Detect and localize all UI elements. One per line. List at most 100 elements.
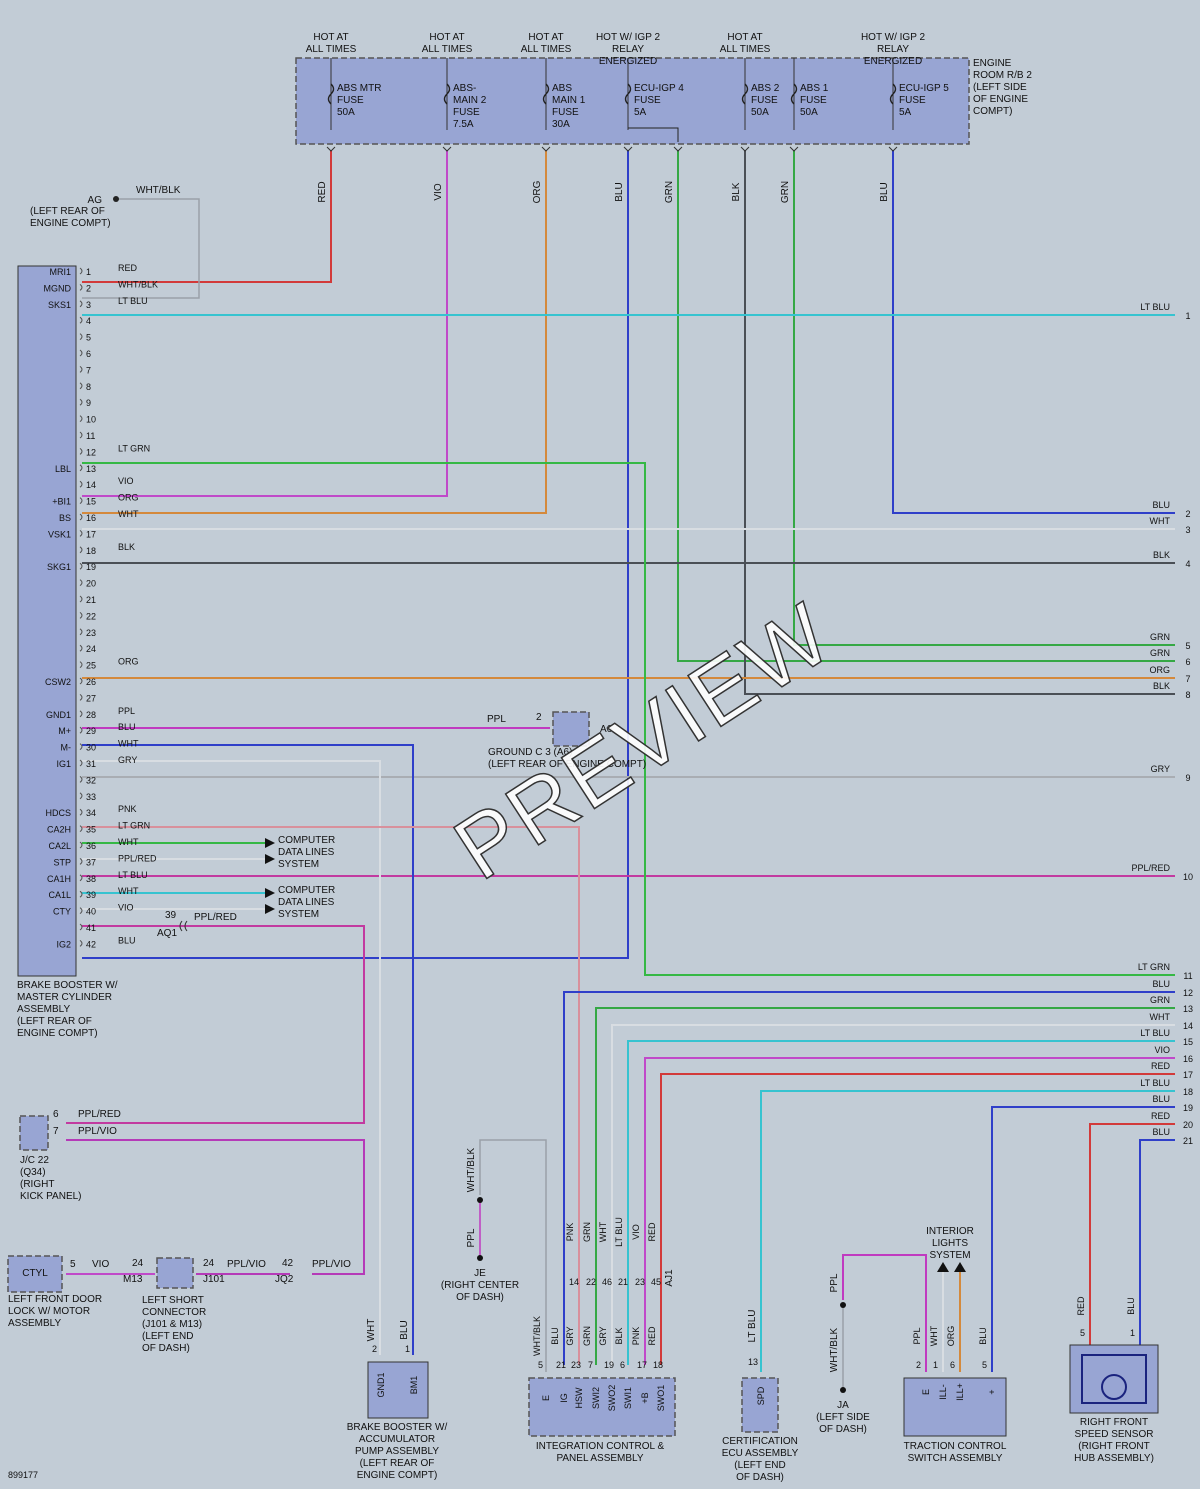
- fuse-name: 50A: [751, 107, 769, 118]
- ag-location: ENGINE COMPT): [30, 218, 111, 229]
- pin-wire-color: LT BLU: [118, 870, 148, 880]
- pin-mark: [79, 644, 83, 652]
- integ-terminal: HSW: [574, 1387, 584, 1409]
- pin-terminal: STP: [53, 857, 71, 867]
- j101-wire: PPL/VIO: [227, 1259, 266, 1270]
- arrow-icon: [265, 904, 275, 914]
- connector-icon: [326, 146, 336, 152]
- pin-number: 40: [86, 907, 96, 917]
- integ-pin: 6: [620, 1360, 625, 1370]
- relay-box-label: COMPT): [973, 106, 1012, 117]
- j101-name: (J101 & M13): [142, 1319, 202, 1330]
- cert-wire: LT BLU: [747, 1310, 758, 1343]
- pin-mark: [79, 940, 83, 947]
- pin-terminal: CA2L: [48, 841, 71, 851]
- right-wire-color: BLU: [1152, 500, 1170, 510]
- integ-pin: 23: [571, 1360, 581, 1370]
- right-wire-color: WHT: [1150, 516, 1171, 526]
- speed-wire: BLU: [1126, 1297, 1136, 1315]
- wire-out-16: [644, 1057, 1175, 1365]
- fuse-name: MAIN 1: [552, 95, 586, 106]
- right-wire-color: GRY: [1151, 764, 1170, 774]
- pin-mark: [79, 677, 83, 685]
- fuse-hot-label: HOT AT: [429, 32, 464, 43]
- pin-mark: [79, 546, 83, 554]
- integ-top-pin: 22: [586, 1277, 596, 1287]
- pin-number: 33: [86, 792, 96, 802]
- trac-pin: 5: [982, 1360, 987, 1370]
- integ-top-pin: 14: [569, 1277, 579, 1287]
- pin-terminal: GND1: [46, 710, 71, 720]
- brake-booster-box: [17, 265, 77, 977]
- pin-mark: [79, 694, 83, 701]
- speed-name: SPEED SENSOR: [1075, 1429, 1154, 1440]
- integ-pin: 19: [604, 1360, 614, 1370]
- relay-box-label: ENGINE: [973, 58, 1012, 69]
- fuse-hot-label: ALL TIMES: [720, 44, 771, 55]
- pin-number: 5: [86, 333, 91, 343]
- trac-wire: PPL: [912, 1327, 922, 1344]
- pin-terminal: CA2H: [47, 825, 71, 835]
- pin-number: 7: [86, 365, 91, 375]
- jc-wire: PPL/VIO: [78, 1126, 117, 1137]
- pin-wire-color: VIO: [118, 903, 134, 913]
- interior-lights-label: SYSTEM: [929, 1250, 970, 1261]
- aq1-pin: 39: [165, 910, 177, 921]
- fuse-name: FUSE: [899, 95, 926, 106]
- pin-mark: [79, 366, 83, 373]
- ag-location: (LEFT REAR OF: [30, 206, 105, 217]
- pin-number: 31: [86, 759, 96, 769]
- jc-name: KICK PANEL): [20, 1191, 82, 1202]
- right-wire-color: RED: [1151, 1061, 1171, 1071]
- pin-mark: [79, 579, 83, 586]
- pin-number: 8: [86, 382, 91, 392]
- pin-terminal: CA1H: [47, 874, 71, 884]
- pin-mark: [79, 743, 83, 750]
- wire-lbl: [82, 462, 1175, 976]
- fuse-name: 5A: [634, 107, 647, 118]
- pin-number: 39: [86, 890, 96, 900]
- fuse-icon: [624, 83, 632, 105]
- right-wire-color: BLU: [1152, 979, 1170, 989]
- connector-icon: [740, 146, 750, 152]
- right-pin-number: 6: [1185, 657, 1190, 667]
- pin-number: 2: [86, 283, 91, 293]
- pin-mark: [79, 530, 83, 537]
- pin-number: 37: [86, 857, 96, 867]
- pin-mark: [79, 776, 83, 783]
- right-wire-color: VIO: [1154, 1045, 1170, 1055]
- connector-icon: [673, 146, 683, 152]
- fuse-wire-color: BLU: [614, 182, 625, 201]
- cert-name: CERTIFICATION: [722, 1436, 798, 1447]
- integ-top-wire: VIO: [631, 1224, 641, 1240]
- comp-data-label: COMPUTER: [278, 885, 335, 896]
- j101-code: J101: [203, 1274, 225, 1285]
- right-pin-number: 19: [1183, 1103, 1193, 1113]
- integ-wire: GRN: [582, 1326, 592, 1346]
- pin-number: 22: [86, 611, 96, 621]
- right-wire-color: BLU: [1152, 1127, 1170, 1137]
- j101-pin: 24: [203, 1258, 215, 1269]
- pin-mark: [79, 480, 83, 488]
- right-pin-number: 7: [1185, 674, 1190, 684]
- ground-code: A6: [600, 724, 613, 735]
- pin-terminal: M+: [58, 726, 71, 736]
- pin-number: 12: [86, 447, 96, 457]
- right-pin-number: 9: [1185, 773, 1190, 783]
- pin-wire-color: BLU: [118, 935, 136, 945]
- integ-top-wire: PNK: [565, 1223, 575, 1242]
- right-wire-color: BLK: [1153, 681, 1170, 691]
- bbacc-wire: WHT: [366, 1319, 377, 1342]
- ja-name: OF DASH): [819, 1424, 867, 1435]
- integ-pin: 21: [556, 1360, 566, 1370]
- pin-wire-color: VIO: [118, 476, 134, 486]
- integ-wire: RED: [647, 1326, 657, 1346]
- integ-name: PANEL ASSEMBLY: [556, 1453, 643, 1464]
- brake-booster-name: BRAKE BOOSTER W/: [17, 980, 118, 991]
- splice-point: [840, 1302, 846, 1308]
- pin-number: 6: [86, 349, 91, 359]
- wire-out-19: [991, 1106, 1175, 1372]
- speed-pin: 5: [1080, 1328, 1085, 1338]
- ctyl-wire: VIO: [92, 1259, 109, 1270]
